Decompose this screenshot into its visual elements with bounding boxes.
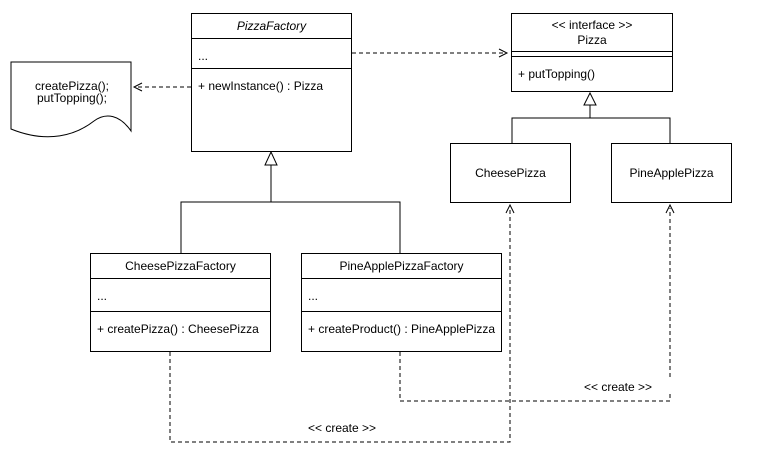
edge-pizzas-generalization: [511, 105, 671, 143]
class-pizza-interface-methods: + putTopping(): [518, 67, 596, 81]
open-arrowhead-up-icon: [665, 203, 675, 214]
class-cheese-pizza-factory-methods: + createPizza() : CheesePizza: [97, 322, 259, 336]
class-pizza-interface-title: << interface >> Pizza: [512, 14, 672, 52]
open-arrowhead-right-icon: [498, 48, 509, 58]
note-line-2: putTopping();: [36, 91, 108, 105]
interface-name: Pizza: [577, 32, 607, 47]
edge-label-pineapple-create: << create >>: [558, 380, 678, 394]
note-outline: [10, 61, 132, 138]
class-pizza-factory-methods: + newInstance() : Pizza: [198, 79, 324, 93]
hollow-triangle-icon: [264, 150, 278, 166]
class-pineapple-pizza-factory-title: PineApplePizzaFactory: [302, 254, 501, 279]
interface-stereotype: << interface >>: [551, 17, 633, 32]
edge-pineapple-create: [399, 208, 671, 402]
class-pizza-factory: PizzaFactory ... + newInstance() : Pizza: [191, 13, 352, 152]
edge-factories-generalization: [180, 165, 401, 253]
uml-note-shape: [10, 61, 132, 138]
class-pizza-interface: << interface >> Pizza + putTopping(): [511, 13, 673, 92]
uml-note-text: createPizza(); putTopping();: [10, 80, 134, 104]
class-pizza-factory-title: PizzaFactory: [192, 14, 351, 39]
open-arrowhead-up-icon: [505, 203, 515, 214]
edge-cheese-create: [169, 208, 511, 443]
class-cheese-pizza-factory-title: CheesePizzaFactory: [91, 254, 270, 279]
class-pineapple-pizza-title: PineApplePizza: [629, 166, 714, 180]
class-pineapple-pizza-factory-methods: + createProduct() : PineApplePizza: [308, 322, 496, 336]
hollow-triangle-icon: [583, 91, 597, 106]
open-arrowhead-left-icon: [132, 82, 143, 92]
class-pineapple-pizza-factory-fields: ...: [302, 279, 501, 312]
edge-label-cheese-create: << create >>: [282, 421, 402, 435]
class-cheese-pizza-factory-fields: ...: [91, 279, 270, 312]
class-cheese-pizza: CheesePizza: [450, 143, 571, 203]
note-line-1: createPizza();: [34, 79, 110, 93]
empty-fields-divider: [512, 52, 672, 57]
class-cheese-pizza-title: CheesePizza: [475, 166, 546, 180]
class-pineapple-pizza-factory: PineApplePizzaFactory ... + createProduc…: [301, 253, 502, 352]
class-pineapple-pizza: PineApplePizza: [611, 143, 732, 203]
class-cheese-pizza-factory: CheesePizzaFactory ... + createPizza() :…: [90, 253, 271, 352]
class-pizza-factory-fields: ...: [192, 39, 351, 69]
